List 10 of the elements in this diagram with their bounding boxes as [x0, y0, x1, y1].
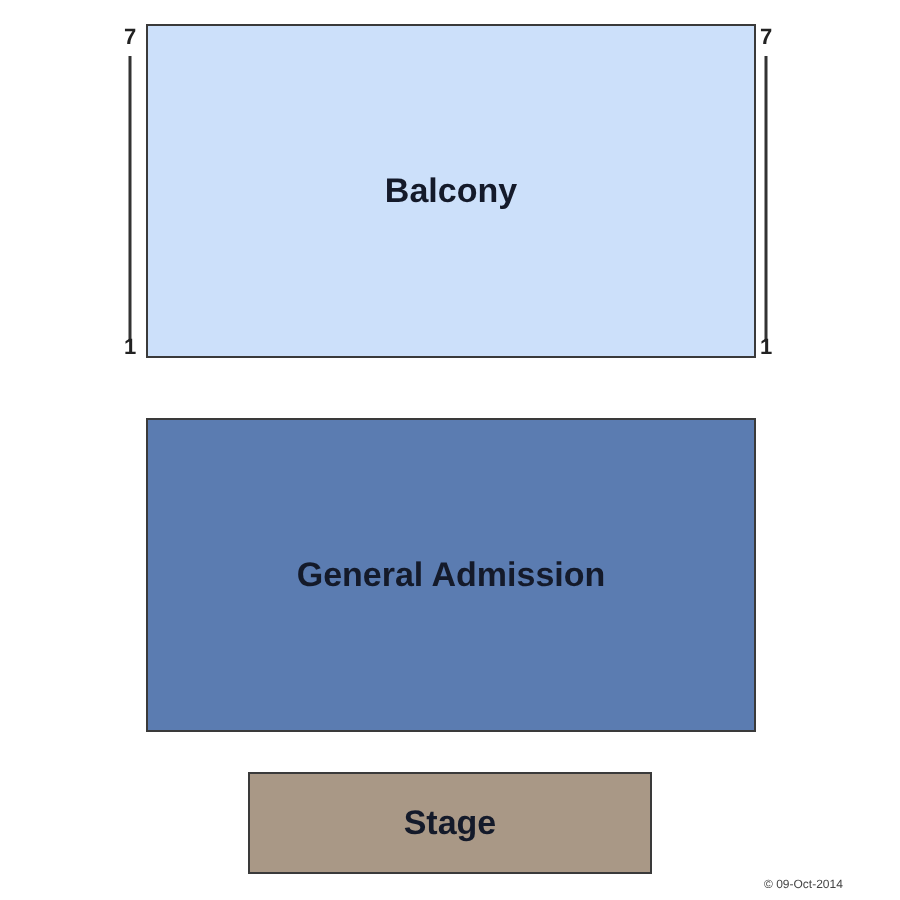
stage-area — [248, 772, 652, 874]
row-number: 7 — [124, 28, 137, 50]
section-label: Balcony — [384, 171, 518, 211]
row-number: 1 — [760, 338, 773, 360]
row-number: 7 — [760, 28, 773, 50]
row-number: 1 — [124, 338, 137, 360]
balcony-section — [146, 24, 756, 358]
seating-section — [146, 418, 756, 732]
section-label: Stage — [403, 803, 497, 843]
section-label: General Admission — [296, 555, 606, 595]
